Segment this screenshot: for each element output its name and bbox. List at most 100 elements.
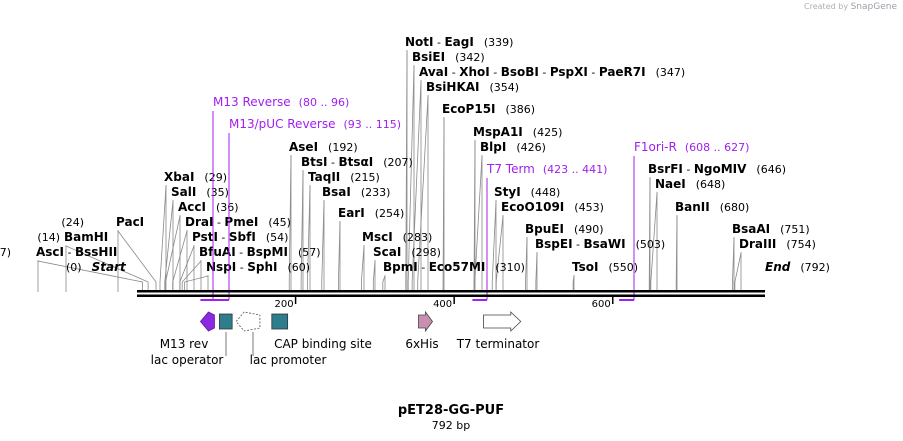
site-leader-line <box>473 140 476 292</box>
label-part: (550) <box>608 261 638 274</box>
label-separator: - <box>573 238 584 251</box>
label-part: Start <box>92 260 127 274</box>
label-part: (347) <box>656 66 686 79</box>
end-label: End(792) <box>765 260 830 274</box>
label-part: BspEI <box>535 237 573 251</box>
label-part: AscI <box>36 245 64 259</box>
label-part: BtsI <box>301 155 328 169</box>
site-leader-line <box>300 170 304 292</box>
site-leader-line <box>179 245 195 292</box>
label-separator: - <box>539 66 550 79</box>
label-part: (45) <box>268 216 291 229</box>
label-part: (490) <box>574 223 604 236</box>
restriction-site-label: ScaI (298) <box>373 245 441 259</box>
label-part: SalI <box>171 185 196 199</box>
restriction-site-label: AccI (36) <box>178 200 239 214</box>
label-part: SbfI <box>229 230 256 244</box>
label-part: (648) <box>696 178 726 191</box>
feature-arrow <box>483 311 522 332</box>
feature-label: 6xHis <box>405 337 438 351</box>
restriction-site-label: BsaI(233) <box>322 185 390 199</box>
label-separator: - <box>434 36 445 49</box>
feature-label: M13 rev <box>160 337 209 351</box>
label-part: StyI <box>494 185 521 199</box>
restriction-site-label: BsiHKAI(354) <box>426 80 519 94</box>
label-part: SphI <box>247 260 277 274</box>
site-leader-line <box>360 245 365 292</box>
label-part: BtsαI <box>338 155 373 169</box>
label-part: (36) <box>216 201 239 214</box>
scale-tick-label: 600 <box>592 299 611 310</box>
restriction-site-label: BsrFI - NgoMIV(646) <box>648 162 786 176</box>
label-part: AccI <box>178 200 206 214</box>
label-part: (751) <box>780 223 810 236</box>
label-part: T7 Term <box>486 162 535 176</box>
site-leader-line <box>288 155 292 292</box>
feature-box <box>219 313 233 330</box>
restriction-site-label: (7) <box>0 246 11 259</box>
label-part: (60) <box>287 261 310 274</box>
label-part: M13 Reverse <box>213 95 291 109</box>
label-part: BamHI <box>64 230 108 244</box>
label-part: (35) <box>206 186 229 199</box>
label-part: (608 .. 627) <box>685 141 750 154</box>
label-part: BpmI <box>383 260 418 274</box>
restriction-site-label: PstI - SbfI(54) <box>192 230 288 244</box>
label-part: PmeI <box>224 215 258 229</box>
site-leader-line <box>372 260 376 292</box>
site-leader-line <box>382 275 386 292</box>
label-part: PaeR7I <box>599 65 646 79</box>
restriction-site-label: BsiEI(342) <box>412 50 485 64</box>
label-part: BsaWI <box>584 237 626 251</box>
label-part: (754) <box>786 238 816 251</box>
feature-label: lac promoter <box>250 353 327 367</box>
label-part: AvaI <box>419 65 448 79</box>
site-leader-line <box>321 200 325 292</box>
label-separator: - <box>683 163 694 176</box>
label-part: (29) <box>204 171 227 184</box>
label-part: NotI <box>405 35 434 49</box>
label-part: EarI <box>338 206 365 220</box>
label-separator: - <box>236 246 247 259</box>
restriction-site-label: BlpI(426) <box>480 140 546 154</box>
label-part: BsiHKAI <box>426 80 480 94</box>
feature-arrow <box>199 311 215 332</box>
label-part: BsoBI <box>501 65 539 79</box>
label-part: TaqII <box>308 170 340 184</box>
label-part: (80 .. 96) <box>299 96 350 109</box>
primer-label: M13/pUC Reverse(93 .. 115) <box>229 117 401 131</box>
restriction-site-label: AseI(192) <box>289 140 358 154</box>
restriction-site-label: BspEI - BsaWI(503) <box>535 237 665 251</box>
feature-6xhis: 6xHis <box>405 310 439 351</box>
restriction-site-label: AvaI - XhoI - BsoBI - PspXI - PaeR7I(347… <box>419 65 685 79</box>
site-leader-line <box>159 185 167 292</box>
label-separator: - <box>328 156 339 169</box>
label-part: XbaI <box>164 170 194 184</box>
site-leader-line <box>65 245 149 292</box>
label-separator: - <box>236 261 247 274</box>
feature-label: lac operator <box>151 353 224 367</box>
site-leader-line <box>411 80 422 292</box>
feature-arrow <box>418 310 433 333</box>
label-part: (310) <box>495 261 525 274</box>
restriction-site-label: DraI - PmeI(45) <box>185 215 291 229</box>
site-leader-line <box>172 230 188 292</box>
label-part: (792) <box>800 261 830 274</box>
restriction-site-label: NspI - SphI(60) <box>206 260 310 274</box>
label-part: (298) <box>411 246 441 259</box>
label-part: ScaI <box>373 245 401 259</box>
primer-label: T7 Term(423 .. 441) <box>486 162 607 176</box>
site-leader-line <box>734 252 742 292</box>
site-leader-line <box>181 260 202 292</box>
label-separator: - <box>588 66 599 79</box>
label-separator: - <box>218 231 229 244</box>
restriction-site-name: AscI - BssHII <box>36 245 117 259</box>
label-part: TsoI <box>572 260 598 274</box>
snapgene-logo: SnapGene <box>850 2 897 12</box>
label-part: (93 .. 115) <box>344 118 402 131</box>
label-part: PacI <box>116 215 144 229</box>
label-part: MscI <box>362 230 393 244</box>
restriction-site-label: (24) <box>61 216 84 229</box>
